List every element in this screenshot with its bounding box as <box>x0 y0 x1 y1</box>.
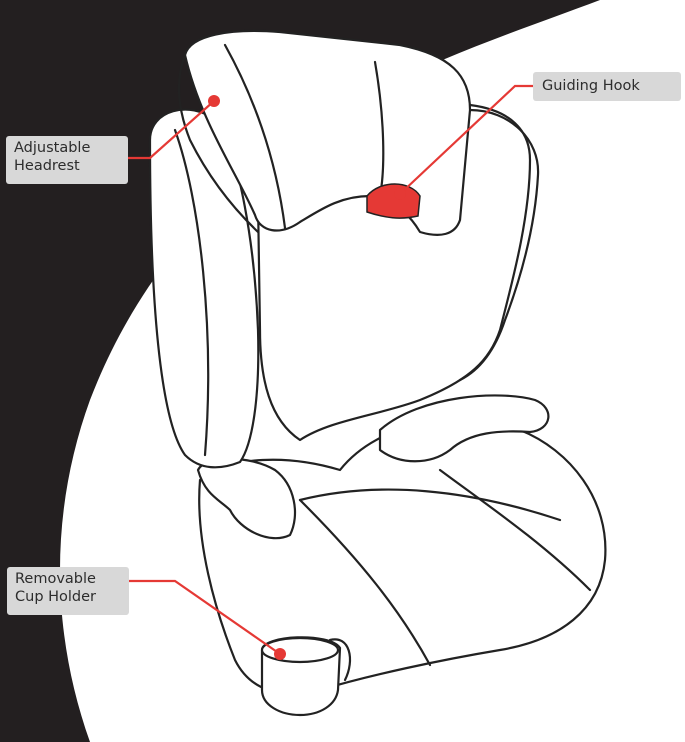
guiding-hook <box>367 184 420 218</box>
seat-cushion <box>199 420 605 693</box>
adjustable-headrest-label: Adjustable Headrest <box>6 136 128 184</box>
cup-holder-label-line1: Removable <box>15 570 121 588</box>
cup-holder-label: Removable Cup Holder <box>7 567 129 615</box>
cup-holder-dot <box>274 648 286 660</box>
guiding-hook-label-text: Guiding Hook <box>542 78 640 94</box>
cup-holder-label-line2: Cup Holder <box>15 588 121 606</box>
adjustable-headrest-label-line1: Adjustable <box>14 139 120 157</box>
hook-dot <box>394 188 406 200</box>
headrest-dot <box>208 95 220 107</box>
guiding-hook-label: Guiding Hook <box>533 72 681 101</box>
adjustable-headrest-label-line2: Headrest <box>14 157 120 175</box>
